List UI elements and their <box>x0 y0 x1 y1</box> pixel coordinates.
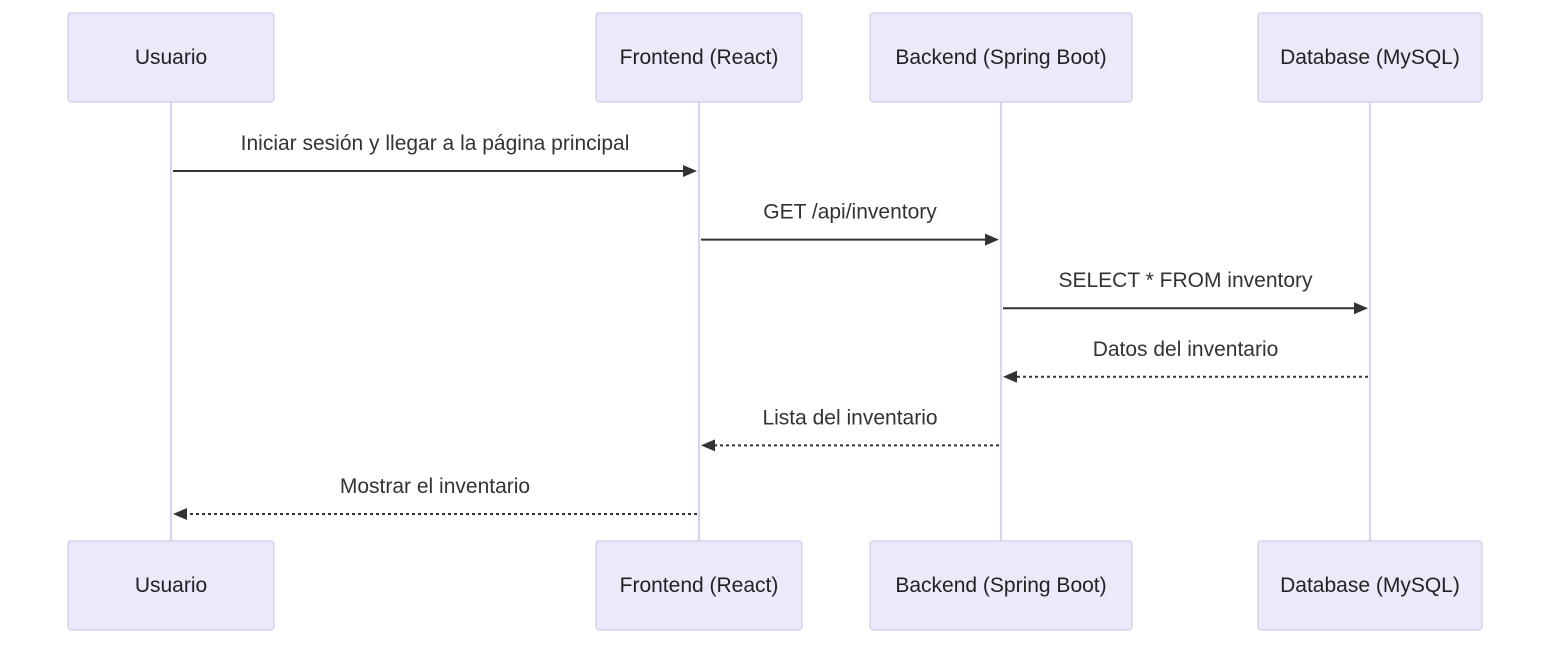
message-4: Datos del inventario <box>1003 338 1368 383</box>
arrowhead-icon <box>701 439 715 452</box>
arrowhead-icon <box>683 165 697 177</box>
actor-usuario-bottom: Usuario <box>67 540 275 631</box>
message-label: SELECT * FROM inventory <box>1058 269 1313 292</box>
actor-box <box>1257 12 1483 103</box>
actors-bottom: Usuario Frontend (React) Backend (Spring B… <box>67 540 1483 631</box>
message-5: Lista del inventario <box>701 406 999 452</box>
arrowhead-icon <box>173 508 187 520</box>
actor-box <box>869 540 1133 631</box>
message-1: Iniciar sesión y llegar a la página prin… <box>173 132 697 177</box>
actor-box <box>1257 540 1483 631</box>
actor-label: Usuario <box>135 46 207 69</box>
lifelines <box>169 102 1372 541</box>
actor-frontend-bottom: Frontend (React) <box>595 540 803 631</box>
message-6: Mostrar el inventario <box>173 475 697 520</box>
actor-label: Backend (Spring Boot) <box>895 574 1106 597</box>
actors-top: Usuario Frontend (React) Backend (Spring B… <box>67 12 1483 103</box>
arrowhead-icon <box>1003 370 1017 383</box>
actor-backend-bottom: Backend (Spring Boot) <box>869 540 1133 631</box>
actor-database-bottom: Database (MySQL) <box>1257 540 1483 631</box>
actor-frontend-top: Frontend (React) <box>595 12 803 103</box>
message-label: Lista del inventario <box>762 406 937 429</box>
actor-usuario-top: Usuario <box>67 12 275 103</box>
actor-label: Database (MySQL) <box>1280 574 1460 597</box>
message-label: Mostrar el inventario <box>340 475 530 498</box>
message-label: Datos del inventario <box>1093 338 1279 361</box>
actor-label: Frontend (React) <box>620 574 779 597</box>
actor-box <box>67 12 275 103</box>
message-label: GET /api/inventory <box>763 201 937 224</box>
actor-box <box>869 12 1133 103</box>
arrowhead-icon <box>985 233 999 246</box>
actor-box <box>595 12 803 103</box>
actor-label: Usuario <box>135 574 207 597</box>
arrowhead-icon <box>1354 302 1368 315</box>
actor-box <box>595 540 803 631</box>
actor-label: Database (MySQL) <box>1280 46 1460 69</box>
actor-box <box>67 540 275 631</box>
message-2: GET /api/inventory <box>701 201 999 246</box>
message-label: Iniciar sesión y llegar a la página prin… <box>241 132 630 155</box>
actor-backend-top: Backend (Spring Boot) <box>869 12 1133 103</box>
messages: Iniciar sesión y llegar a la página prin… <box>173 132 1368 520</box>
actor-label: Frontend (React) <box>620 46 779 69</box>
actor-database-top: Database (MySQL) <box>1257 12 1483 103</box>
actor-label: Backend (Spring Boot) <box>895 46 1106 69</box>
message-3: SELECT * FROM inventory <box>1003 269 1368 315</box>
